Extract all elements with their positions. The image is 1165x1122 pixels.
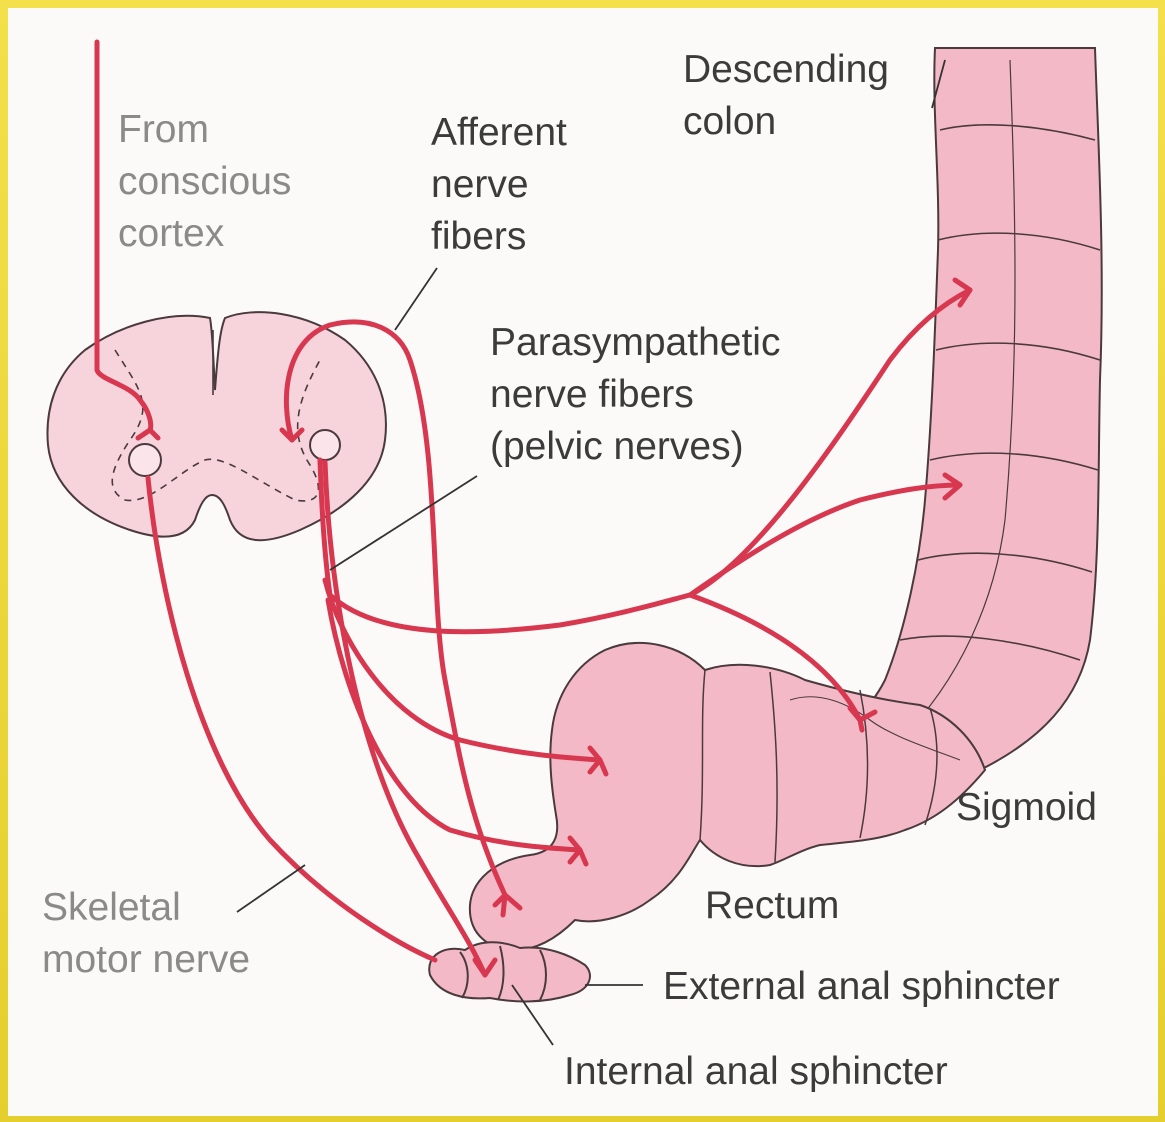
label-skeletal-motor-nerve: Skeletal motor nerve [42, 882, 250, 986]
label-internal-anal-sphincter: Internal anal sphincter [564, 1046, 948, 1098]
label-descending-colon: Descending colon [683, 44, 889, 148]
label-afferent-nerve-fibers: Afferent nerve fibers [431, 107, 567, 263]
motor-neuron-right [310, 430, 340, 460]
motor-neuron-left [129, 444, 161, 476]
label-from-conscious-cortex: From conscious cortex [118, 104, 291, 260]
anal-sphincter-shape [429, 942, 590, 1001]
label-parasympathetic: Parasympathetic nerve fibers (pelvic ner… [490, 317, 780, 473]
label-rectum: Rectum [705, 880, 839, 932]
label-external-anal-sphincter: External anal sphincter [663, 961, 1060, 1013]
label-sigmoid: Sigmoid [956, 782, 1097, 834]
